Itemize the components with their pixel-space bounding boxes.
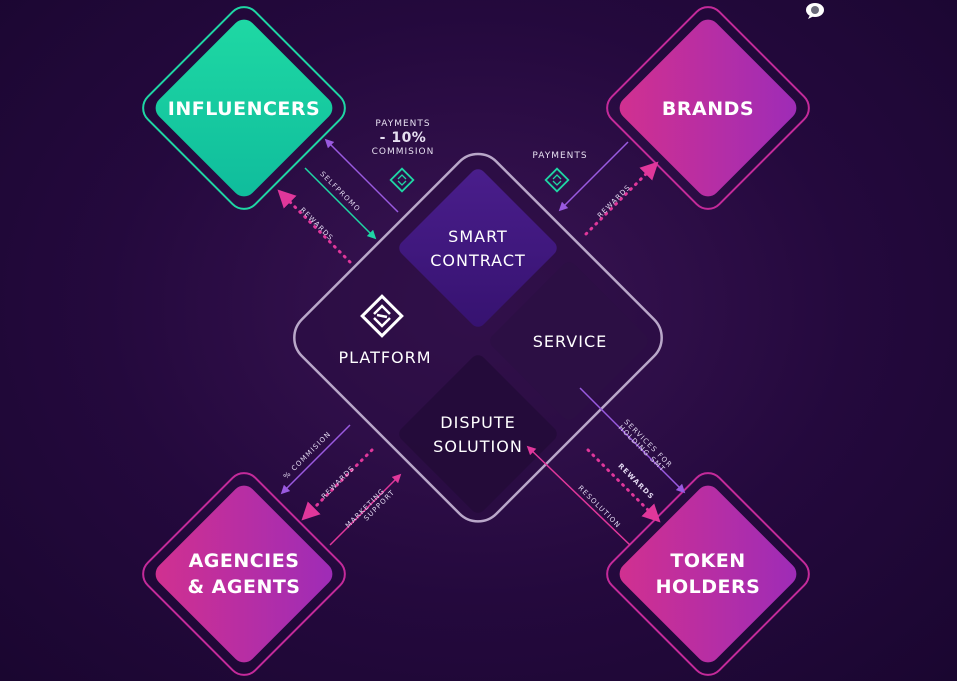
payments-left-line2: - 10% [379,130,427,146]
arrow-rewards-brands [584,161,659,236]
arrow-services-holding [579,387,686,494]
dispute-solution-label: DISPUTE SOLUTION [408,411,548,459]
smart-contract-line2: CONTRACT [430,251,526,270]
brands-label: BRANDS [661,98,755,120]
arrow-payments-from-brands [558,141,629,212]
arrow-resolution [526,445,631,546]
chat-bubble-icon[interactable] [804,2,826,20]
dispute-line1: DISPUTE [440,413,516,432]
platform-logo-icon [360,294,404,338]
platform-label: PLATFORM [338,348,432,367]
token-diamond-icon [544,167,570,193]
token-holders-label-line2: HOLDERS [655,576,761,598]
dispute-diamond [399,355,557,513]
arrow-commision-agencies [280,424,351,495]
dispute-line2: SOLUTION [433,437,523,456]
arrow-payments-to-influencers [324,138,399,213]
arrow-selfpromo [304,167,377,240]
token-holders-label-line1: TOKEN [670,550,746,572]
smart-contract-line1: SMART [448,227,508,246]
token-diamond-icon [389,167,415,193]
payments-commision-label: PAYMENTS - 10% COMMISION [358,118,448,158]
agencies-diamond [142,472,346,676]
agencies-label: AGENCIES & AGENTS [164,548,324,600]
service-diamond [490,262,648,420]
agencies-label-line2: & AGENTS [187,576,301,598]
platform-diamond [293,152,663,523]
arrow-rewards-holders [586,448,661,523]
payments-left-line3: COMMISION [371,147,435,157]
arrow-marketing-support [329,473,402,546]
smart-contract-label: SMART CONTRACT [408,225,548,273]
arrow-rewards-influencers [277,189,352,264]
smart-contract-diamond [399,169,557,327]
service-label: SERVICE [532,332,608,351]
influencers-label: INFLUENCERS [167,98,321,120]
arrow-rewards-agencies [301,448,374,521]
token-holders-label: TOKEN HOLDERS [628,548,788,600]
influencers-diamond [142,6,346,210]
payments-left-line1: PAYMENTS [375,119,431,129]
payments-right-label: PAYMENTS [532,151,588,161]
agencies-label-line1: AGENCIES [188,550,300,572]
